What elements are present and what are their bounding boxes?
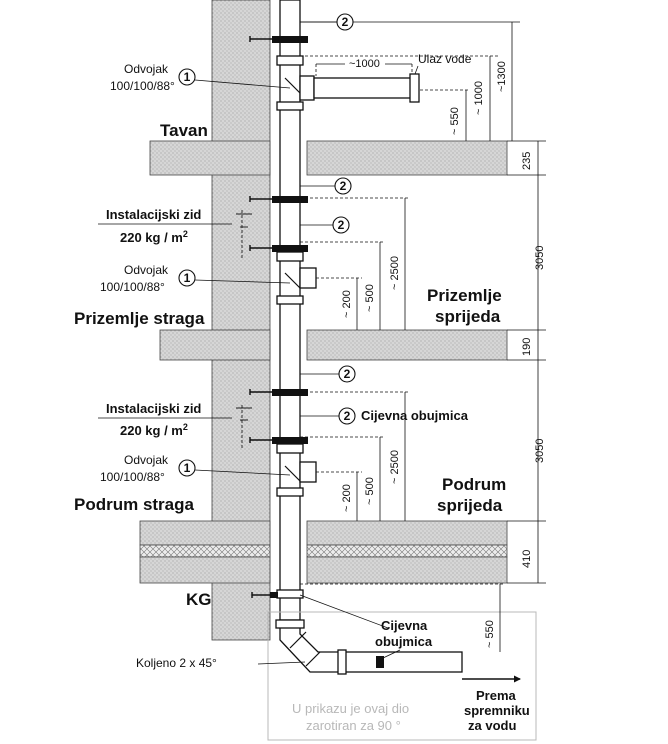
slab-basement-left-insulation <box>139 544 271 558</box>
marker-2-top-label: 2 <box>342 15 349 29</box>
slab-ground-right <box>306 329 508 361</box>
dim-ground-500: ~ 500 <box>364 284 376 312</box>
slab-basement-right-insulation <box>306 544 508 558</box>
floor-label-basement-rear: Podrum straga <box>74 495 195 514</box>
dim-ground-2500: ~ 2500 <box>389 256 401 290</box>
wall-fixing-marks <box>236 213 252 421</box>
dim-basement-3050: 3050 <box>534 439 546 463</box>
marker-1-basement-label: 1 <box>184 461 191 475</box>
dim-attic-1000: ~ 1000 <box>473 81 485 115</box>
dim-slab-190: 190 <box>521 338 533 356</box>
wall-anchors <box>249 36 272 598</box>
marker-1-attic <box>178 68 196 86</box>
attic-branch-name: Odvojak <box>124 62 169 76</box>
rotated-detail-frame <box>267 611 537 741</box>
outlet-label-3: za vodu <box>468 718 516 733</box>
slab-attic-left <box>149 140 271 176</box>
wall-note-load-upper: 220 kg / m2 <box>120 229 188 245</box>
marker-2-ground-b-label: 2 <box>338 218 345 232</box>
slab-basement-right-bottom <box>306 556 508 584</box>
marker-2-ground-a <box>334 177 352 195</box>
basement-branch-size: 100/100/88° <box>100 470 165 484</box>
marker-2-basement-a <box>338 365 356 383</box>
slab-basement-right-top <box>306 520 508 546</box>
floor-label-kg: KG <box>186 590 212 609</box>
vertical-stack-pipe <box>279 0 301 623</box>
elbow-2x45 <box>275 619 463 675</box>
attic-branch-size: 100/100/88° <box>110 79 175 93</box>
marker-2-basement-b <box>338 407 356 425</box>
floor-label-ground-front-2: sprijeda <box>435 307 501 326</box>
dim-attic-550: ~ 550 <box>449 107 461 135</box>
slab-ground-left <box>159 329 271 361</box>
floor-label-basement-front-2: sprijeda <box>437 496 503 515</box>
pipe-clamps <box>270 36 384 668</box>
floor-label-basement-front-1: Podrum <box>442 475 506 494</box>
dim-basement-2500: ~ 2500 <box>389 450 401 484</box>
floor-label-ground-front-1: Prizemlje <box>427 286 502 305</box>
dim-basement-500: ~ 500 <box>364 477 376 505</box>
floor-label-ground-rear: Prizemlje straga <box>74 309 205 328</box>
slab-basement-left-bottom <box>139 556 271 584</box>
marker-2-top <box>336 13 354 31</box>
wall-note-title-upper: Instalacijski zid <box>106 207 201 222</box>
dim-outlet-550: ~ 550 <box>484 620 496 648</box>
marker-1-attic-label: 1 <box>184 70 191 84</box>
marker-2-ground-b <box>332 216 350 234</box>
dim-slab-235: 235 <box>521 152 533 170</box>
right-dimension-chain <box>507 140 546 584</box>
marker-2-basement-a-label: 2 <box>344 367 351 381</box>
dim-basement-200: ~ 200 <box>341 484 353 512</box>
marker-2-basement-b-label: 2 <box>344 409 351 423</box>
elbow-label: Koljeno 2 x 45° <box>136 656 217 670</box>
dim-ground-3050: 3050 <box>534 246 546 270</box>
pipe-clamp-label: Cijevna obujmica <box>361 408 469 423</box>
slab-basement-left-top <box>139 520 271 546</box>
wall-note-title-lower: Instalacijski zid <box>106 401 201 416</box>
ground-branch-name: Odvojak <box>124 263 169 277</box>
outlet-label-1: Prema <box>476 688 517 703</box>
inlet-label: Ulaz vode <box>418 52 472 66</box>
dim-slab-410: 410 <box>521 550 533 568</box>
ground-branch-size: 100/100/88° <box>100 280 165 294</box>
marker-2-ground-a-label: 2 <box>340 179 347 193</box>
marker-1-ground-label: 1 <box>184 271 191 285</box>
kg-clamp-label-1: Cijevna <box>381 618 428 633</box>
rotation-note-line1: U prikazu je ovaj dio <box>292 701 409 716</box>
rotation-note-line2: zarotiran za 90 ° <box>306 718 401 733</box>
dim-ground-200: ~ 200 <box>341 290 353 318</box>
wall-note-load-lower: 220 kg / m2 <box>120 422 188 438</box>
slab-attic-right <box>306 140 508 176</box>
pipe-sockets <box>276 55 304 599</box>
kg-clamp-label-2: obujmica <box>375 634 433 649</box>
floor-label-attic: Tavan <box>160 121 208 140</box>
dim-attic-1300: ~1300 <box>496 61 508 92</box>
basement-branch-name: Odvojak <box>124 453 169 467</box>
outlet-label-2: spremniku <box>464 703 530 718</box>
marker-1-basement <box>178 459 196 477</box>
marker-1-ground <box>178 269 196 287</box>
dim-inlet-length: ~1000 <box>349 58 380 70</box>
attic-branch-fitting <box>284 73 420 103</box>
